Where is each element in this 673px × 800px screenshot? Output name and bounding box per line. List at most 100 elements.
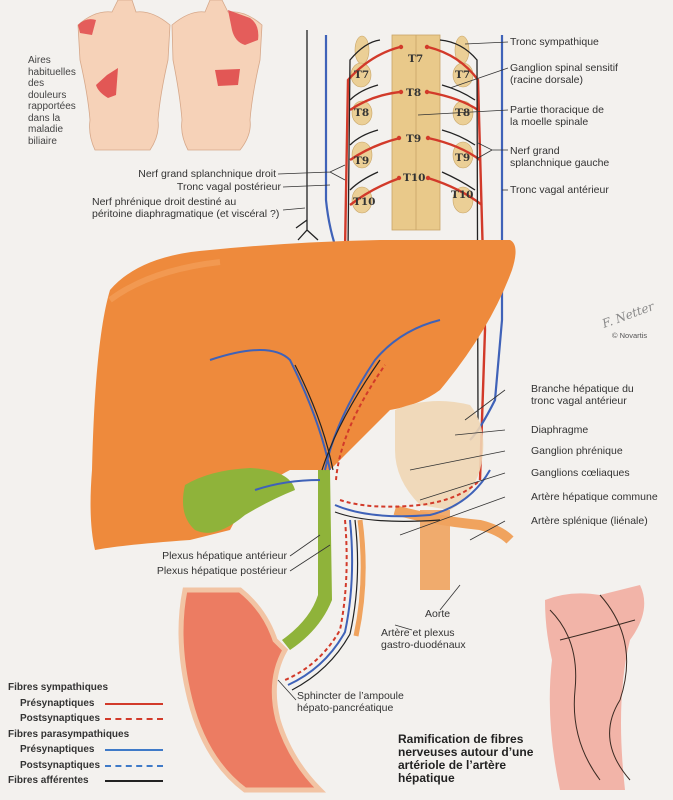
text-line: biliaire — [28, 135, 57, 147]
duodenum — [178, 587, 327, 793]
text-line: tronc vagal antérieur — [531, 395, 627, 407]
cord-level-t8: T8 — [406, 87, 422, 99]
text-line: maladie — [28, 124, 64, 135]
referred-pain-label: Aires habituelles des douleurs rapportée… — [28, 55, 76, 147]
legend-label: Fibres afférentes — [8, 775, 89, 786]
text-line: Tronc sympathique — [510, 36, 599, 48]
text-line: Ramification de fibres — [398, 732, 524, 746]
label-artere-plexus-gastro: Artère et plexus gastro-duodénaux — [381, 627, 466, 651]
text-line: Tronc vagal antérieur — [510, 184, 609, 196]
label-ganglions-coeliaques: Ganglions cœliaques — [531, 467, 630, 479]
text-line: artériole de l’artère — [398, 758, 507, 772]
text-line: Tronc vagal postérieur — [176, 181, 281, 193]
label-artere-hepatique-commune: Artère hépatique commune — [531, 491, 658, 503]
legend-label: Présynaptiques — [20, 744, 95, 755]
text-line: splanchnique gauche — [510, 157, 610, 169]
legend-swatch-black-solid — [105, 780, 163, 782]
legend-swatch-red-solid — [105, 702, 163, 705]
text-line: hépato-pancréatique — [297, 702, 394, 714]
text-line: Artère splénique (liénale) — [531, 515, 648, 527]
legend-swatch-blue-solid — [105, 749, 163, 751]
sympathetic-fibers-spine — [343, 45, 487, 481]
label-tronc-vagal-posterieur: Tronc vagal postérieur — [177, 181, 281, 193]
legend-sympathetic-pre: Présynaptiques — [8, 696, 163, 712]
label-aorte: Aorte — [425, 608, 450, 620]
celiac-region — [393, 401, 514, 590]
legend-label: Présynaptiques — [20, 697, 95, 709]
hepatic-plexus — [209, 319, 491, 691]
text-line: Ganglions cœliaques — [531, 467, 630, 479]
text-line: nerveuses autour d’une — [398, 745, 534, 759]
text-line: Aires — [28, 55, 51, 66]
legend-afferent: Fibres afférentes — [8, 773, 163, 789]
text-line: Artère et plexus — [381, 627, 455, 639]
text-line: Partie thoracique de — [510, 104, 604, 116]
torso-front-figure — [77, 0, 171, 151]
label-nerf-phrenique-droit: Nerf phrénique droit destiné au péritoin… — [92, 196, 279, 220]
text-line: douleurs — [28, 89, 67, 101]
liver — [90, 240, 516, 550]
label-artere-splenique: Artère splénique (liénale) — [531, 515, 648, 527]
label-tronc-sympathique: Tronc sympathique — [510, 36, 599, 48]
gallbladder — [182, 468, 295, 533]
left-ganglion-t9: T9 — [354, 155, 370, 167]
torso-back-figure — [171, 0, 263, 151]
text-line: la moelle spinale — [510, 116, 589, 128]
label-ganglion-phrenique: Ganglion phrénique — [531, 445, 623, 457]
legend-parasympathetic-post: Postsynaptiques — [8, 758, 163, 774]
label-ganglion-spinal: Ganglion spinal sensitif (racine dorsale… — [510, 62, 618, 86]
label-branche-hepatique: Branche hépatique du tronc vagal antérie… — [531, 383, 634, 407]
text-line: Plexus hépatique postérieur — [156, 565, 287, 577]
text-line: Plexus hépatique antérieur — [162, 550, 287, 562]
text-line: des — [28, 78, 45, 89]
right-ganglion-t7: T7 — [455, 69, 471, 81]
legend: Fibres sympathiques Présynaptiques Posts… — [8, 680, 163, 789]
arteriole-detail — [545, 585, 645, 790]
arteriole-caption: Ramification de fibres nerveuses autour … — [398, 733, 533, 785]
text-line: Sphincter de l’ampoule — [297, 690, 404, 702]
copyright-notice: © Novartis — [612, 331, 648, 340]
legend-sympathetic-title: Fibres sympathiques — [8, 682, 109, 693]
label-partie-thoracique: Partie thoracique de la moelle spinale — [510, 104, 604, 128]
cord-level-t9: T9 — [406, 133, 422, 145]
text-line: Artère hépatique commune — [531, 491, 658, 503]
text-line: Ganglion spinal sensitif — [510, 62, 618, 74]
text-line: (racine dorsale) — [510, 74, 583, 86]
cord-level-t7: T7 — [408, 53, 424, 65]
text-line: Ganglion phrénique — [531, 445, 623, 457]
label-plexus-hepatique-posterieur: Plexus hépatique postérieur — [157, 565, 287, 577]
text-line: Diaphragme — [531, 424, 589, 436]
right-ganglion-t10: T10 — [451, 189, 474, 201]
legend-sympathetic-post: Postsynaptiques — [8, 711, 163, 727]
left-ganglion-t7: T7 — [354, 69, 370, 81]
aorta — [420, 510, 450, 590]
text-line: gastro-duodénaux — [381, 639, 466, 651]
text-line: Nerf grand splanchnique droit — [138, 168, 276, 180]
text-line: dans la — [28, 112, 61, 124]
label-sphincter: Sphincter de l’ampoule hépato-pancréatiq… — [297, 690, 404, 714]
text-line: rapportées — [28, 101, 76, 112]
legend-label: Postsynaptiques — [20, 713, 101, 724]
legend-swatch-blue-dashed — [105, 764, 163, 767]
legend-parasympathetic-pre: Présynaptiques — [8, 742, 163, 758]
text-line: Aorte — [425, 608, 451, 620]
text-line: hépatique — [398, 771, 455, 785]
right-ganglion-t8: T8 — [455, 107, 471, 119]
legend-swatch-red-dashed — [105, 718, 163, 720]
spinal-cord — [391, 34, 441, 231]
common-bile-duct — [282, 470, 332, 650]
right-ganglion-t9: T9 — [455, 152, 471, 164]
legend-parasympathetic-title: Fibres parasympathiques — [8, 728, 130, 740]
label-diaphragme: Diaphragme — [531, 424, 588, 436]
legend-label: Postsynaptiques — [20, 759, 101, 771]
left-ganglion-t8: T8 — [354, 107, 370, 119]
leader-lines — [277, 41, 509, 701]
text-line: habituelles — [28, 66, 76, 78]
text-line: Nerf grand — [510, 145, 560, 157]
label-nerf-grand-splanchnique-gauche: Nerf grand splanchnique gauche — [510, 145, 609, 169]
label-nerf-grand-splanchnique-droit: Nerf grand splanchnique droit — [138, 168, 276, 180]
label-plexus-hepatique-anterieur: Plexus hépatique antérieur — [162, 550, 287, 562]
cord-level-t10: T10 — [403, 172, 426, 184]
left-ganglion-t10: T10 — [353, 196, 376, 208]
